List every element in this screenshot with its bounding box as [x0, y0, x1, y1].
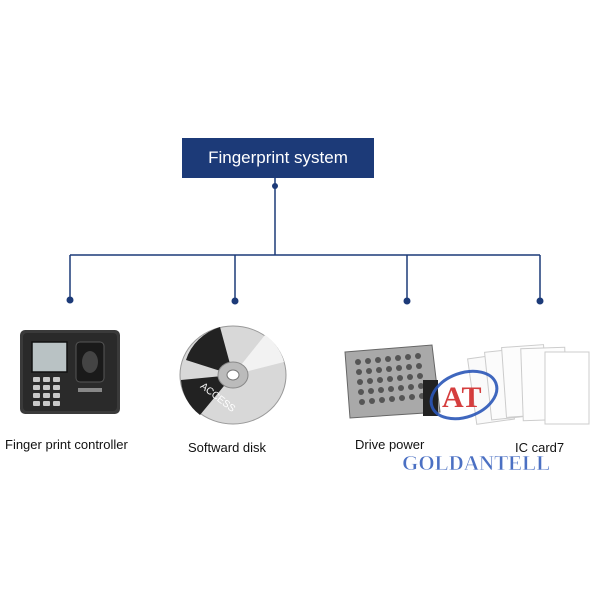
watermark-logo-text: AT [442, 381, 481, 414]
power-supply-icon [344, 344, 441, 419]
trunk-dot [272, 183, 278, 189]
item-label-cards: IC card7 [515, 440, 565, 455]
branch-dot-4 [536, 297, 544, 305]
branch-dot-3 [403, 297, 411, 305]
item-label-disk: Softward disk [188, 440, 267, 455]
ic-cards-icon [467, 344, 590, 425]
branch-dot-1 [66, 296, 74, 304]
item-label-controller: Finger print controller [5, 437, 128, 452]
cd-disk-icon: ACCESS [179, 325, 287, 425]
branch-dot-2 [231, 297, 239, 305]
title-box: Fingerprint system [182, 138, 374, 178]
watermark-text: GOLDANTELL [402, 451, 550, 475]
diagram-title: Fingerprint system [208, 148, 348, 167]
item-label-power: Drive power [355, 437, 425, 452]
fingerprint-controller-icon [20, 330, 120, 414]
watermark-logo: AT [429, 369, 499, 421]
